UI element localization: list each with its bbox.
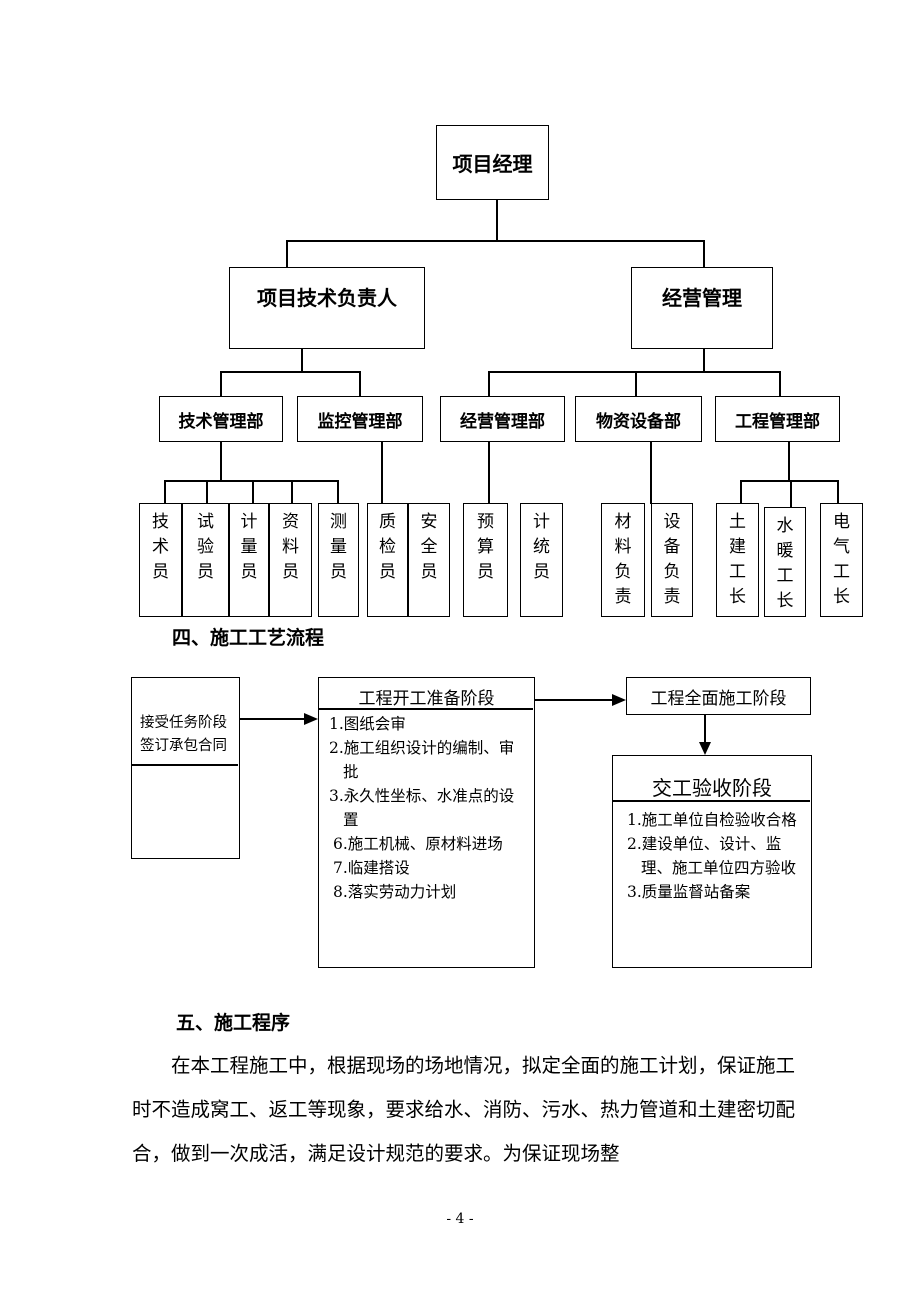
staff-label: 预算员 (477, 512, 494, 582)
dept-monitor-label: 监控管理部 (317, 411, 403, 432)
staff-box: 土建工长 (716, 503, 759, 617)
list-item: 2.施工组织设计的编制、审批 (329, 739, 515, 781)
staff-box: 材料负责· (601, 503, 645, 617)
list-item: 2.建设单位、设计、监理、施工单位四方验收 (627, 835, 797, 877)
staff-box: 安全员 (408, 503, 450, 617)
staff-label: 计统员 (533, 512, 550, 582)
start-box-label: 接受任务阶段签订承包合同 (140, 715, 227, 754)
staff-label: 测量员 (330, 512, 347, 582)
dept-material-box: 物资设备部 (575, 396, 702, 442)
dept-tech-box: 技术管理部 (159, 396, 283, 442)
staff-label: 试验员 (197, 512, 214, 582)
project-manager-box: 项目经理 (436, 125, 549, 200)
technical-lead-label: 项目技术负责人 (257, 286, 397, 310)
staff-box: 水暖工长 (764, 507, 806, 617)
list-item: 6.施工机械、原材料进场 (333, 835, 503, 853)
staff-label: 技术员 (152, 512, 169, 582)
staff-box: 质检员 (367, 503, 408, 617)
acceptance-stage-box: 交工验收阶段 1.施工单位自检验收合格 2.建设单位、设计、监理、施工单位四方验… (612, 755, 812, 968)
staff-box: 设备负责· (651, 503, 693, 617)
section5-heading: 五、施工程序 (176, 1012, 291, 1034)
section5-paragraph: 在本工程施工中，根据现场的场地情况，拟定全面的施工计划，保证施工时不造成窝工、返… (132, 1044, 804, 1176)
dept-material-label: 物资设备部 (596, 411, 681, 432)
dept-engineering-box: 工程管理部 (715, 396, 840, 442)
technical-lead-box: 项目技术负责人 (229, 267, 425, 349)
prep-stage-box: 工程开工准备阶段 1.图纸会审 2.施工组织设计的编制、审批 3.永久性坐标、水… (318, 677, 535, 968)
list-item: 8.落实劳动力计划 (333, 883, 457, 901)
construction-stage-box: 工程全面施工阶段 (626, 677, 811, 715)
staff-box: 电气工长 (820, 503, 863, 617)
prep-stage-list: 1.图纸会审 2.施工组织设计的编制、审批 3.永久性坐标、水准点的设置 6.施… (329, 712, 529, 904)
dept-monitor-box: 监控管理部 (297, 396, 423, 442)
dept-tech-label: 技术管理部 (178, 411, 264, 432)
staff-label: 材料负责· (614, 512, 632, 616)
staff-label: 设备负责· (663, 512, 681, 616)
staff-label: 电气工长 (833, 512, 850, 607)
dept-engineering-label: 工程管理部 (735, 411, 820, 432)
list-item: 3.永久性坐标、水准点的设置 (329, 787, 515, 829)
staff-box: 测量员 (318, 503, 359, 617)
staff-box: 资料员 (269, 503, 312, 617)
staff-box: 计统员 (520, 503, 563, 617)
staff-box: 计量员 (229, 503, 269, 617)
list-item: 1.图纸会审 (329, 715, 406, 733)
staff-label: 水暖工长 (776, 516, 794, 611)
construction-stage-title: 工程全面施工阶段 (650, 688, 787, 709)
start-box: 接受任务阶段签订承包合同 (131, 677, 240, 859)
project-manager-label: 项目经理 (452, 152, 533, 176)
staff-box: 技术员 (139, 503, 182, 617)
list-item: 1.施工单位自检验收合格 (627, 811, 797, 829)
business-management-box: 经营管理 (631, 267, 773, 349)
paragraph-text: 在本工程施工中，根据现场的场地情况，拟定全面的施工计划，保证施工时不造成窝工、返… (132, 1054, 796, 1165)
staff-label: 资料员 (282, 512, 299, 582)
staff-label: 土建工长 (729, 512, 746, 607)
section4-heading: 四、施工工艺流程 (172, 627, 325, 649)
acceptance-stage-list: 1.施工单位自检验收合格 2.建设单位、设计、监理、施工单位四方验收 3.质量监… (627, 808, 805, 904)
acceptance-stage-title: 交工验收阶段 (652, 776, 772, 800)
list-item: 7.临建搭设 (333, 859, 410, 877)
list-item: 3.质量监督站备案 (627, 883, 751, 901)
dept-business-label: 经营管理部 (460, 411, 545, 432)
arrow-head (699, 742, 711, 755)
staff-label: 安全员 (420, 512, 438, 582)
dept-business-box: 经营管理部 (440, 396, 565, 442)
business-management-label: 经营管理 (662, 286, 742, 310)
staff-label: 质检员 (379, 512, 396, 582)
arrow-head (612, 694, 626, 706)
staff-box: 预算员 (463, 503, 508, 617)
staff-label: 计量员 (240, 512, 258, 582)
staff-box: 试验员 (182, 503, 229, 617)
page-number: - 4 - (446, 1211, 474, 1227)
arrow-head (304, 713, 318, 725)
prep-stage-title: 工程开工准备阶段 (358, 689, 495, 709)
